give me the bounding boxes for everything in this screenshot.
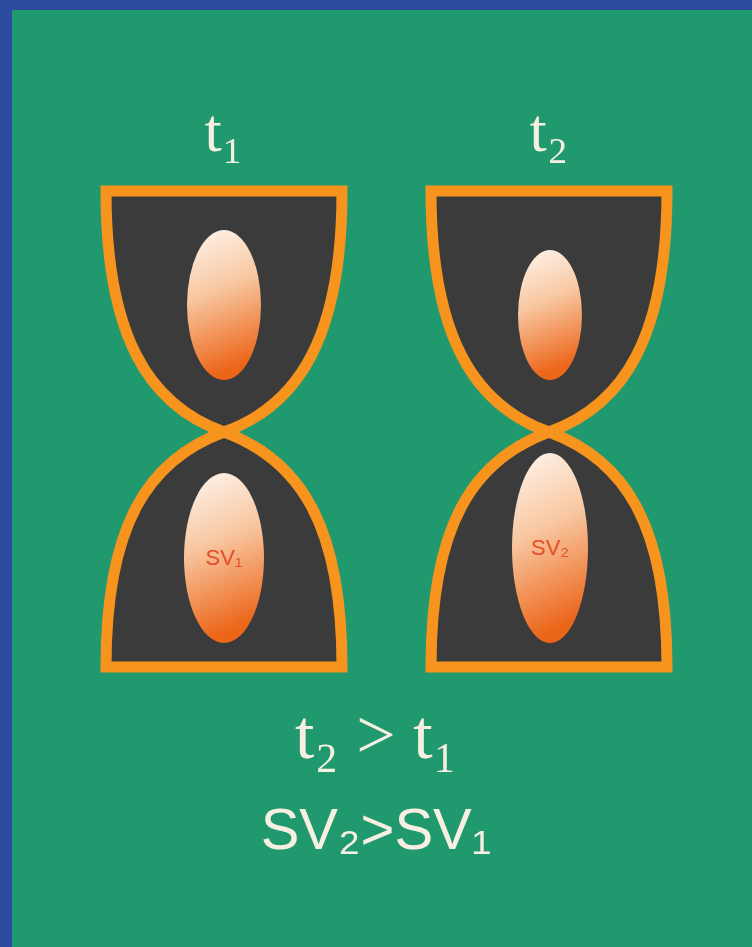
hourglass-body bbox=[431, 191, 667, 667]
time-label: t₂ bbox=[425, 80, 673, 180]
upper-ellipse bbox=[187, 230, 261, 380]
time-label: t₁ bbox=[100, 80, 348, 180]
volume-fill bbox=[184, 473, 264, 643]
volume-fill bbox=[512, 453, 588, 643]
hourglass-body bbox=[106, 191, 342, 667]
volume-ellipse: SV₂ bbox=[512, 453, 588, 643]
hourglass-shape: t₂ SV₂ bbox=[425, 80, 673, 672]
volume-label: SV₁ bbox=[206, 547, 243, 569]
time-relation: t₂ > t₁ bbox=[0, 700, 752, 770]
upper-ellipse bbox=[518, 250, 582, 380]
volume-label: SV₂ bbox=[531, 537, 569, 559]
volume-relation: SV₂>SV₁ bbox=[0, 800, 752, 858]
volume-ellipse: SV₁ bbox=[184, 473, 264, 643]
hourglass-shape: t₁ SV₁ bbox=[100, 80, 348, 672]
